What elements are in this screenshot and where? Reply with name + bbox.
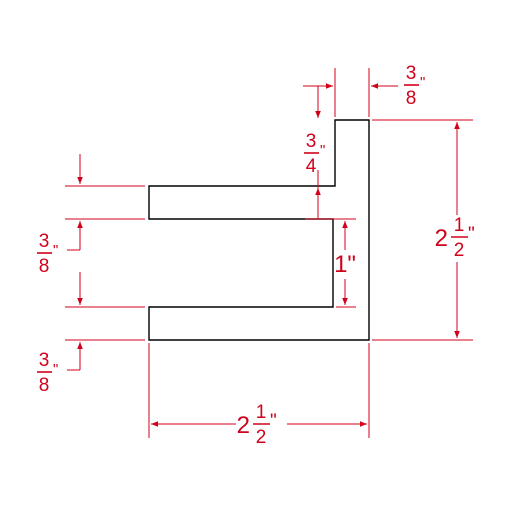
dim-lower-flange-den: 8 bbox=[39, 375, 50, 396]
dim-total-width-den: 2 bbox=[256, 427, 267, 448]
dim-upper-flange-den: 8 bbox=[39, 256, 50, 277]
dim-total-height-den: 2 bbox=[454, 240, 465, 261]
profile-outline bbox=[148, 119, 370, 341]
dim-total-width-whole: 2 bbox=[237, 412, 250, 439]
dim-slot-height: 1" bbox=[334, 251, 356, 278]
dim-upper-flange-num: 3 bbox=[39, 231, 50, 252]
dim-total-height-whole: 2 bbox=[435, 225, 448, 252]
dim-total-height-num: 1 bbox=[454, 215, 465, 236]
dim-total-width-num: 1 bbox=[256, 402, 267, 423]
dim-lower-flange-num: 3 bbox=[39, 350, 50, 371]
dim-top-height-den: 4 bbox=[306, 156, 317, 177]
dim-top-width-den: 8 bbox=[406, 88, 417, 109]
dim-total-width-mark: " bbox=[270, 411, 277, 432]
dim-top-height-mark: " bbox=[320, 142, 325, 159]
dim-lower-flange-mark: " bbox=[53, 361, 58, 378]
dim-top-width-mark: " bbox=[420, 74, 425, 91]
dim-total-height-mark: " bbox=[468, 224, 475, 245]
dim-upper-flange-mark: " bbox=[53, 242, 58, 259]
dim-top-height-num: 3 bbox=[306, 131, 317, 152]
dim-top-width-num: 3 bbox=[406, 63, 417, 84]
